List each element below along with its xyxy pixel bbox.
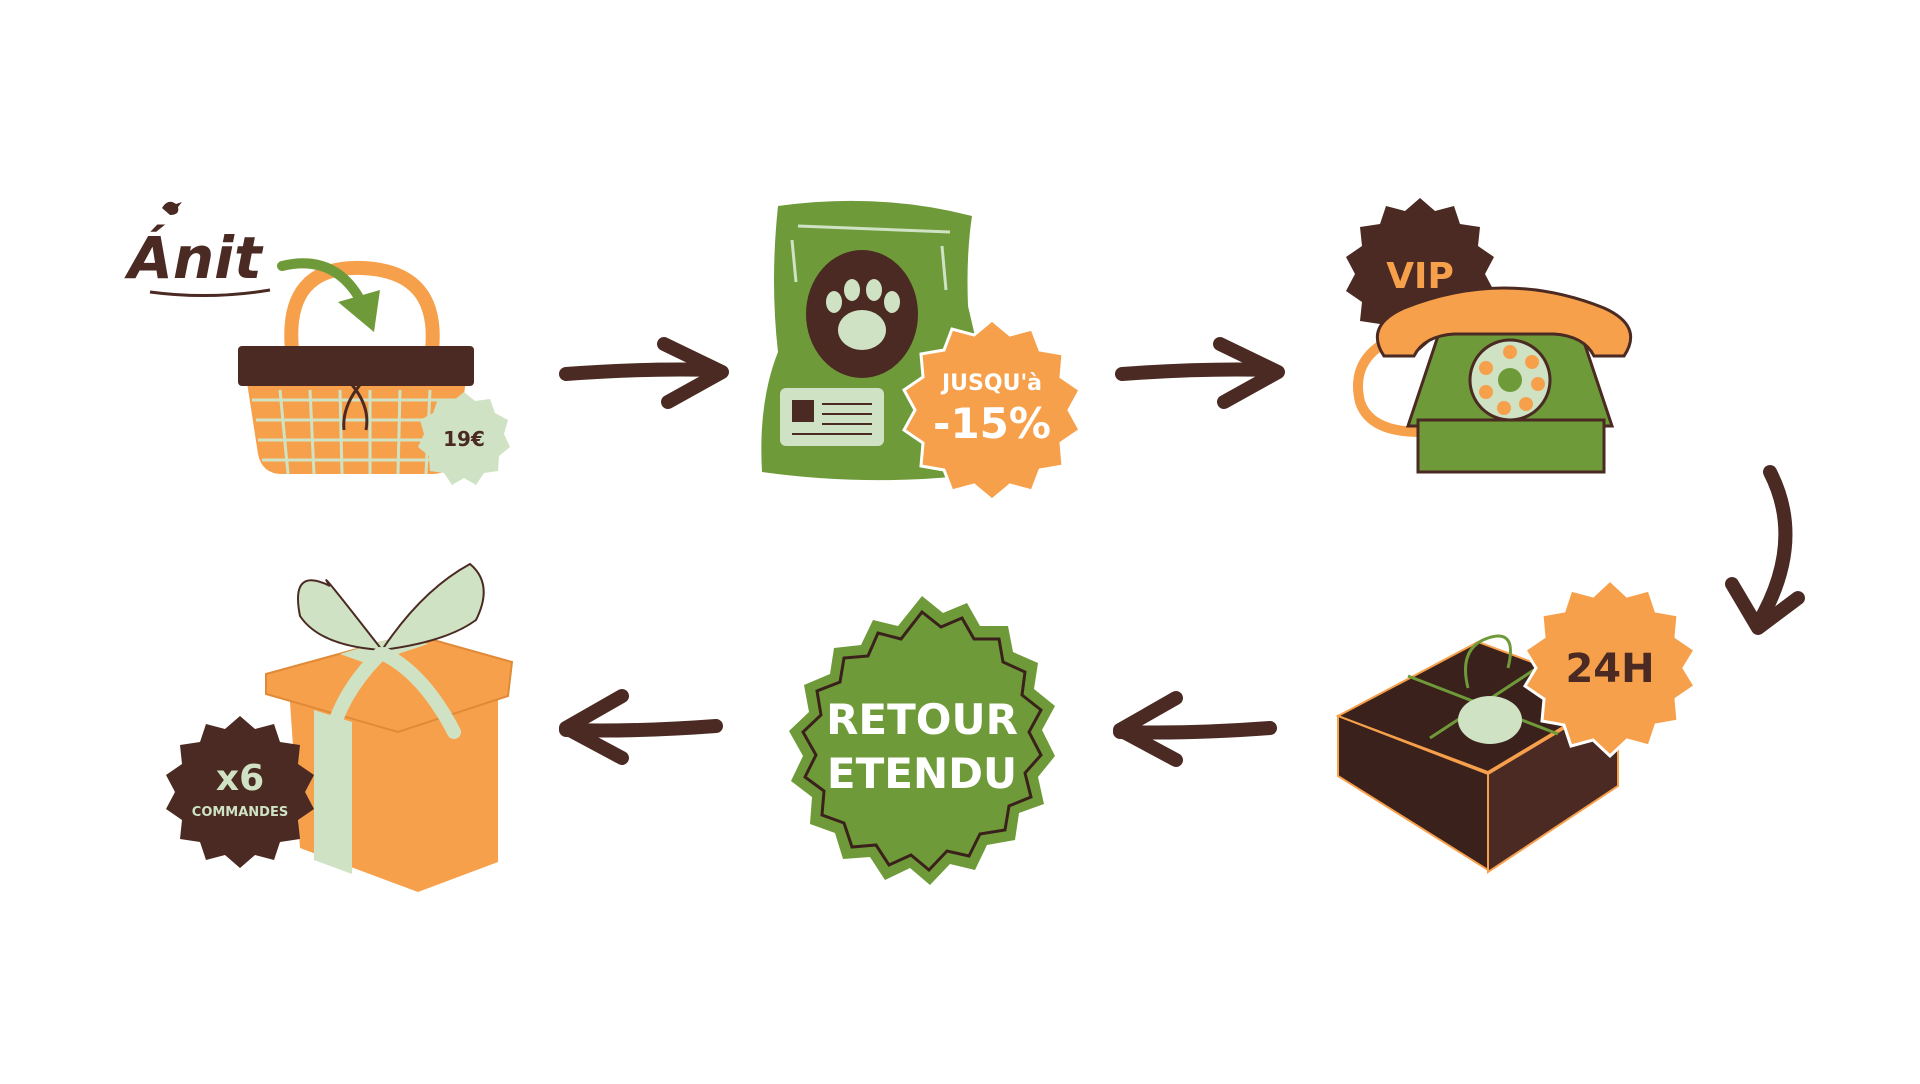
returns-badge bbox=[789, 596, 1055, 885]
returns-step: RETOUR ETENDU bbox=[789, 596, 1055, 885]
gift-step: x6 COMMANDES bbox=[166, 562, 514, 892]
paw-icon bbox=[826, 279, 900, 350]
orders-badge-count: x6 bbox=[216, 758, 264, 799]
arrow-left-icon bbox=[559, 689, 723, 765]
phone-handset bbox=[1375, 286, 1633, 358]
logo-bird-icon bbox=[162, 201, 182, 215]
delivery-badge: 24H bbox=[1522, 577, 1698, 759]
bag-label-lines bbox=[792, 403, 872, 435]
discount-badge-line1: JUSQU'à bbox=[940, 371, 1042, 396]
orders-badge-label: COMMANDES bbox=[192, 805, 288, 820]
arrow-left-icon bbox=[1113, 691, 1277, 767]
basket-weave bbox=[252, 389, 464, 475]
phone-base bbox=[1416, 418, 1606, 474]
dial-holes bbox=[1479, 345, 1545, 415]
gift-bow-icon bbox=[297, 562, 485, 652]
bag-label-photo bbox=[792, 400, 814, 422]
arrow-right-icon bbox=[1115, 337, 1285, 409]
basket-bow-icon bbox=[342, 364, 369, 431]
brand-logo-text: Ánit bbox=[124, 223, 264, 292]
gift-ribbon-vertical bbox=[314, 710, 352, 874]
bag-stripes bbox=[790, 224, 951, 291]
vip-badge-label: VIP bbox=[1386, 256, 1454, 297]
returns-badge-line2: ETENDU bbox=[827, 749, 1017, 798]
price-tag-badge: 19€ bbox=[418, 392, 510, 485]
discount-badge-line2: -15% bbox=[933, 399, 1051, 448]
basket-handle bbox=[284, 260, 440, 357]
discount-badge: JUSQU'à -15% bbox=[902, 318, 1082, 502]
basket-arrow-icon bbox=[277, 258, 363, 301]
parcel-seal bbox=[1458, 696, 1522, 744]
delivery-badge-label: 24H bbox=[1565, 646, 1654, 692]
orders-badge: x6 COMMANDES bbox=[166, 716, 314, 868]
logo-underline bbox=[149, 288, 271, 298]
parcel-step: 24H bbox=[1335, 577, 1698, 874]
food-bag-step: JUSQU'à -15% bbox=[761, 200, 1082, 502]
arrow-right-icon bbox=[559, 337, 729, 409]
dial-center bbox=[1498, 368, 1522, 392]
basket-step: Ánit 19€ bbox=[124, 201, 510, 485]
gift-bow-tail bbox=[323, 647, 461, 747]
basket-arrow-head bbox=[338, 290, 380, 332]
arrow-curved-down-icon bbox=[1725, 465, 1805, 635]
returns-badge-line1: RETOUR bbox=[826, 695, 1018, 744]
phone-cord bbox=[1353, 335, 1421, 437]
returns-badge-outline bbox=[801, 609, 1043, 873]
phone-step: VIP bbox=[1346, 198, 1633, 474]
price-tag-label: 19€ bbox=[443, 427, 485, 451]
